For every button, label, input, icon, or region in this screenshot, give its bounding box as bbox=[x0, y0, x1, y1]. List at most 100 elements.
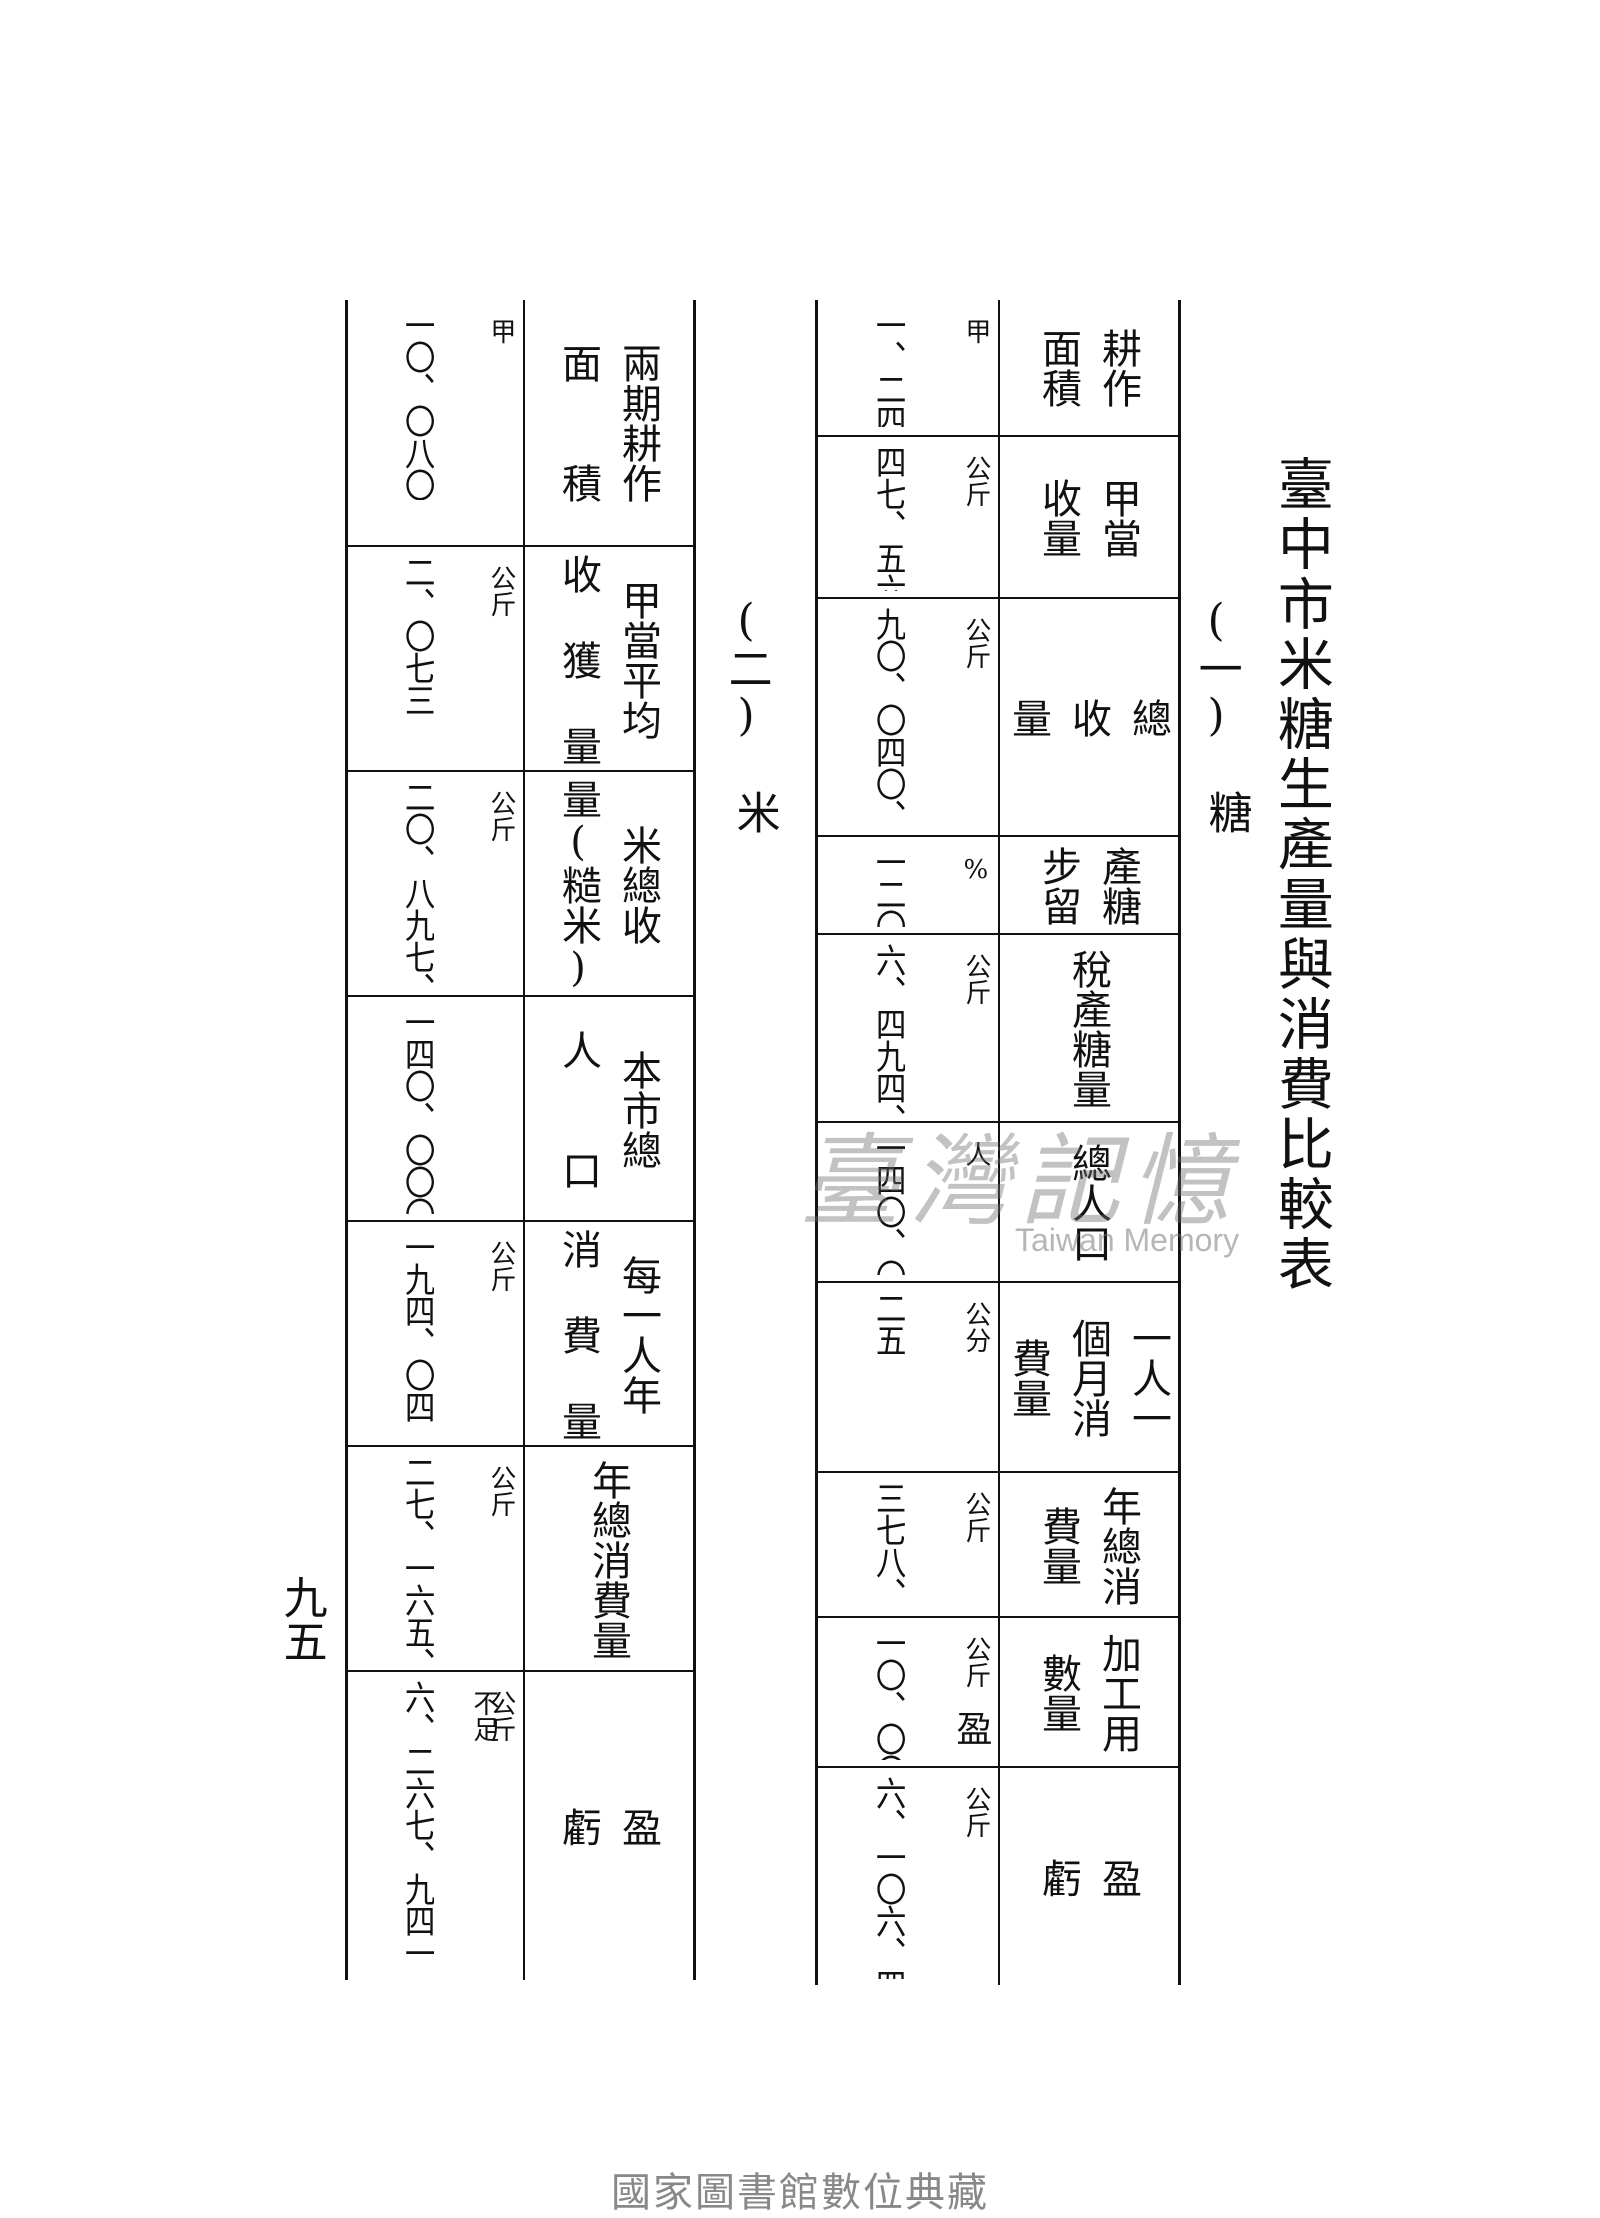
rice-column-header-text: 收 獲 量 bbox=[555, 553, 601, 766]
rice-table-row: 盈虧 公斤 六、二六七、九四一 bbox=[348, 1670, 693, 1982]
rice-table-cell-value: 二〇、八九七、六九九 bbox=[399, 780, 435, 989]
sugar-table-row: 加工用數量公斤一〇、〇〇〇 bbox=[818, 1616, 1178, 1768]
sugar-column-header-text: 產糖 bbox=[1095, 846, 1141, 926]
sugar-table-row: 耕作面積甲一、二四三 bbox=[818, 300, 1178, 435]
rice-column-header: 甲當平均收 獲 量 bbox=[523, 547, 693, 772]
sugar-surplus-note: 盈 bbox=[950, 1710, 992, 1746]
sugar-column-header-text: 數量 bbox=[1035, 1653, 1081, 1733]
sugar-table-row: 稅產糖量 公斤 六、四九四、四三四 bbox=[818, 933, 1178, 1123]
rice-unit-label: 公斤 bbox=[485, 1465, 516, 1517]
rice-column-header-text: 虧 bbox=[555, 1807, 601, 1847]
rice-unit-label: 公斤 bbox=[485, 790, 516, 842]
sugar-unit-label: 公斤 bbox=[960, 1786, 991, 1838]
sugar-column-header: 年總消費量 bbox=[998, 1473, 1178, 1618]
watermark-logo-en: Taiwan Memory bbox=[1015, 1222, 1240, 1258]
sugar-table-cell-value: 六、一〇六、四三四 bbox=[870, 1776, 906, 1979]
sugar-column-header-text: 費量 bbox=[1005, 1338, 1051, 1418]
sugar-section-label: (一) bbox=[1190, 595, 1242, 741]
sugar-unit-label: 公斤 bbox=[960, 953, 991, 1005]
sugar-column-header: 盈虧 bbox=[998, 1768, 1178, 1987]
sugar-unit-label: 公斤 bbox=[960, 1636, 991, 1688]
sugar-column-header-text: 甲當 bbox=[1095, 478, 1141, 558]
sugar-column-header-text: 總 bbox=[1125, 698, 1171, 738]
sugar-table-row: 盈虧公斤六、一〇六、四三四 bbox=[818, 1766, 1178, 1987]
sugar-table-cell-value: 四七、五六五 bbox=[870, 445, 906, 591]
rice-unit-label: 公斤 bbox=[485, 1240, 516, 1292]
sugar-column-header: 甲當收量 bbox=[998, 437, 1178, 599]
rice-unit-label: 公斤 bbox=[485, 565, 516, 617]
rice-table-cell-value: 二七、一六五、六〇〇 bbox=[399, 1455, 435, 1664]
sugar-column-header-text: 費量 bbox=[1035, 1505, 1081, 1586]
rice-column-header-text: 量(糙米) bbox=[555, 778, 601, 991]
sugar-unit-label: % bbox=[960, 855, 991, 885]
sugar-column-header-text: 加工用 bbox=[1095, 1633, 1141, 1753]
sugar-column-header: 總收量 bbox=[998, 599, 1178, 837]
rice-unit-label: 甲 bbox=[485, 318, 516, 344]
rice-table-row: 兩期耕作面 積甲一〇、〇八〇 bbox=[348, 300, 693, 545]
rice-table-row: 年總消費量公斤 二七、一六五、六〇〇 bbox=[348, 1445, 693, 1672]
rice-column-header: 本市總人 口 bbox=[523, 997, 693, 1222]
sugar-table-cell-value: 六、四九四、四三四 bbox=[870, 943, 906, 1115]
rice-column-header-text: 兩期耕作 bbox=[615, 342, 661, 503]
sugar-table-cell-value: 三七八、〇〇〇 bbox=[870, 1481, 906, 1610]
sugar-table-row: 一人一個月消費量公分 二五 bbox=[818, 1281, 1178, 1473]
sugar-column-header-text: 盈 bbox=[1095, 1857, 1141, 1898]
footer-text: 國家圖書館數位典藏 bbox=[611, 2170, 989, 2216]
rice-table-cell-value: 二、〇七三 bbox=[399, 555, 435, 715]
rice-column-header: 每一人年消 費 量 bbox=[523, 1222, 693, 1447]
sugar-column-header-text: 耕作 bbox=[1095, 327, 1141, 408]
sugar-column-header: 加工用數量 bbox=[998, 1618, 1178, 1768]
sugar-column-header: 一人一個月消費量 bbox=[998, 1283, 1178, 1473]
sugar-table-cell-value: 二五 bbox=[870, 1291, 906, 1355]
sugar-column-header-text: 步留 bbox=[1035, 846, 1081, 926]
sugar-table-cell-value: 一二〇 bbox=[870, 845, 906, 927]
rice-table-row: 本市總人 口一四〇、〇〇〇 bbox=[348, 995, 693, 1222]
sugar-column-header-text: 收 bbox=[1065, 698, 1111, 738]
sugar-unit-label: 公斤 bbox=[960, 617, 991, 669]
rice-column-header-text: 每一人年 bbox=[615, 1254, 661, 1415]
page-number: 九五 bbox=[275, 1575, 327, 1663]
watermark-logo: 臺灣記憶 bbox=[800, 1123, 1240, 1240]
sugar-table-row: 產糖步留% 一二〇 bbox=[818, 835, 1178, 935]
rice-section-label: (二) bbox=[720, 595, 772, 741]
rice-table-row: 米總收量(糙米)公斤二〇、八九七、六九九 bbox=[348, 770, 693, 997]
rice-section-name: 米 bbox=[728, 790, 780, 834]
sugar-column-header-text: 面積 bbox=[1035, 327, 1081, 408]
sugar-column-header-text: 年總消 bbox=[1095, 1485, 1141, 1606]
rice-table-cell-value: 一〇、〇八〇 bbox=[399, 308, 435, 500]
sugar-column-header: 稅產糖量 bbox=[998, 935, 1178, 1123]
rice-table-row: 甲當平均收 獲 量公斤 二、〇七三 bbox=[348, 545, 693, 772]
sugar-column-header-text: 稅產糖量 bbox=[1065, 949, 1111, 1109]
rice-column-header-text: 人 口 bbox=[555, 1029, 601, 1190]
sugar-section-name: 糖 bbox=[1200, 790, 1252, 834]
rice-table-cell-value: 六、二六七、九四一 bbox=[399, 1680, 435, 1968]
rice-column-header: 米總收量(糙米) bbox=[523, 772, 693, 997]
sugar-column-header-text: 量 bbox=[1005, 698, 1051, 738]
sugar-table-cell-value: 九〇、〇四〇、三〇九 bbox=[870, 607, 906, 829]
sugar-column-header: 產糖步留 bbox=[998, 837, 1178, 935]
sugar-unit-label: 甲 bbox=[960, 318, 991, 344]
sugar-column-header: 總人口 bbox=[998, 1123, 1178, 1283]
sugar-column-header-text: 總人口 bbox=[1065, 1143, 1111, 1263]
sugar-unit-label: 公斤 bbox=[960, 1491, 991, 1543]
sugar-unit-label: 人 bbox=[960, 1141, 991, 1167]
rice-deficit-note: 不足 bbox=[468, 1690, 499, 1742]
page-title: 臺中市米糖生產量與消費比較表 bbox=[1268, 455, 1334, 1295]
sugar-column-header-text: 虧 bbox=[1035, 1857, 1081, 1898]
rice-column-header-text: 米總收 bbox=[615, 824, 661, 945]
sugar-column-header: 耕作面積 bbox=[998, 300, 1178, 435]
sugar-column-header-text: 收量 bbox=[1035, 478, 1081, 558]
rice-column-header-text: 盈 bbox=[615, 1807, 661, 1847]
sugar-unit-label: 公分 bbox=[960, 1301, 991, 1353]
sugar-column-header-text: 一人一 bbox=[1125, 1318, 1171, 1438]
rice-column-header: 年總消費量 bbox=[523, 1447, 693, 1672]
sugar-column-header-text: 個月消 bbox=[1065, 1318, 1111, 1438]
sugar-table-cell-value: 一四〇、〇〇〇 bbox=[870, 1131, 906, 1275]
rice-unit-label: 公斤 bbox=[485, 1690, 516, 1742]
sugar-table-row: 總人口 人 一四〇、〇〇〇 bbox=[818, 1121, 1178, 1283]
sugar-table-cell-value: 一、二四三 bbox=[870, 308, 906, 427]
sugar-table-row: 總收量公斤 九〇、〇四〇、三〇九 bbox=[818, 597, 1178, 837]
sugar-table-row: 甲當收量公斤四七、五六五 bbox=[818, 435, 1178, 599]
rice-column-header-text: 消 費 量 bbox=[555, 1228, 601, 1441]
sugar-table-row: 年總消費量公斤 三七八、〇〇〇 bbox=[818, 1471, 1178, 1618]
